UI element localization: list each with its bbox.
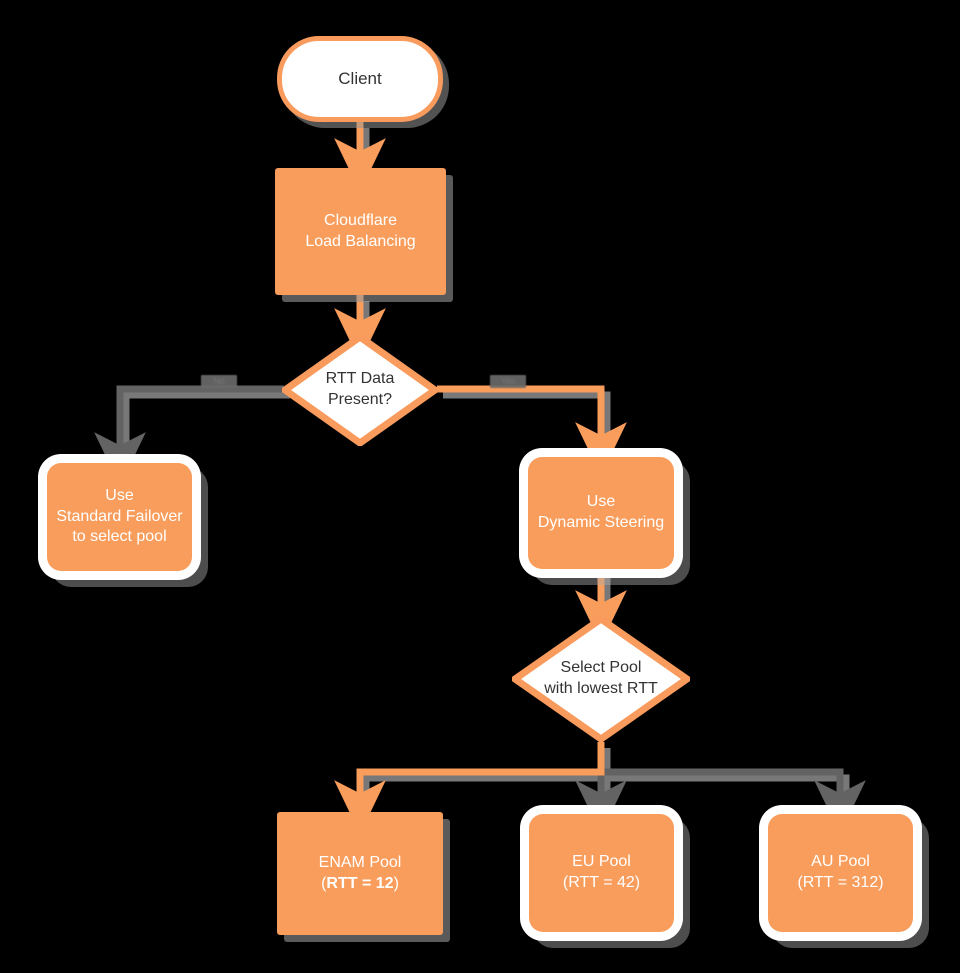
node-standard-failover-line2: Standard Failover <box>56 507 183 525</box>
node-eu-pool[interactable]: EU Pool (RTT = 42) <box>529 814 674 932</box>
enam-rtt-value: RTT = 12 <box>326 874 394 892</box>
node-select-pool-line2: with lowest RTT <box>544 680 658 697</box>
connector-shadows <box>122 128 850 818</box>
node-standard-failover[interactable]: Use Standard Failover to select pool <box>47 463 192 571</box>
node-dynamic-steering-line1: Use <box>586 493 616 511</box>
node-eu-pool-line2: (RTT = 42) <box>562 874 641 891</box>
enam-paren-open: ( <box>321 874 327 892</box>
node-rtt-data-present-decision[interactable]: RTT Data Present? <box>282 334 438 446</box>
node-dynamic-steering[interactable]: Use Dynamic Steering <box>528 457 674 569</box>
node-select-pool-decision[interactable]: Select Pool with lowest RTT <box>512 616 690 742</box>
node-au-pool-line1: AU Pool <box>811 853 870 871</box>
edge-label-yes: Yes <box>490 375 526 388</box>
diamond-shape <box>282 334 438 446</box>
node-enam-pool-line1: ENAM Pool <box>318 853 402 871</box>
node-client[interactable]: Client <box>277 36 443 122</box>
edge-rtt-to-standard-failover <box>94 385 284 487</box>
node-select-pool-line1: Select Pool <box>560 659 642 677</box>
edge-label-no: No <box>201 375 237 388</box>
node-standard-failover-line1: Use <box>105 486 134 504</box>
inactive-connectors <box>94 385 866 835</box>
node-rtt-decision-line2: Present? <box>327 391 393 408</box>
node-load-balancing-line1: Cloudflare <box>324 211 397 229</box>
edge-select-to-enam-pool <box>334 742 605 835</box>
node-load-balancing-line2: Load Balancing <box>305 232 416 250</box>
node-enam-pool-line2: (RTT = 12) <box>319 874 402 895</box>
node-dynamic-steering-line2: Dynamic Steering <box>537 514 665 531</box>
edge-rtt-to-dynamic-steering <box>437 385 627 477</box>
node-eu-pool-line1: EU Pool <box>572 853 631 871</box>
edge-select-to-au-pool <box>601 768 866 835</box>
active-connectors <box>334 122 627 835</box>
node-rtt-decision-line1: RTT Data <box>325 370 395 388</box>
diamond-shape <box>512 616 690 742</box>
node-client-label: Client <box>338 68 382 88</box>
node-au-pool[interactable]: AU Pool (RTT = 312) <box>768 814 913 932</box>
node-cloudflare-load-balancing[interactable]: Cloudflare Load Balancing <box>275 168 446 295</box>
enam-paren-close: ) <box>393 874 399 892</box>
node-au-pool-line2: (RTT = 312) <box>797 874 884 891</box>
node-standard-failover-line3: to select pool <box>72 528 167 546</box>
node-enam-pool[interactable]: ENAM Pool (RTT = 12) <box>277 812 443 935</box>
